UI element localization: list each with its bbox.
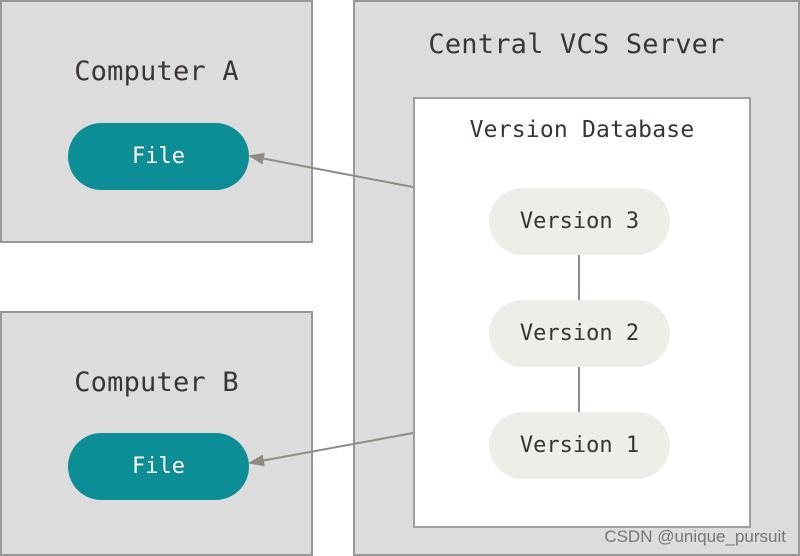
watermark: CSDN @unique_pursuit xyxy=(604,527,786,546)
version-3-pill: Version 3 xyxy=(489,188,670,255)
computer-a-box: Computer A File xyxy=(0,0,313,243)
central-vcs-server-title: Central VCS Server xyxy=(428,29,725,60)
computer-a-title: Computer A xyxy=(74,56,239,87)
computer-b-title: Computer B xyxy=(74,367,239,398)
version-2-pill: Version 2 xyxy=(489,300,670,367)
computer-b-file: File xyxy=(68,433,249,500)
computer-b-box: Computer B File xyxy=(0,311,313,556)
version-database-title: Version Database xyxy=(469,117,695,143)
computer-a-file: File xyxy=(68,123,249,190)
version-1-pill: Version 1 xyxy=(489,412,670,479)
